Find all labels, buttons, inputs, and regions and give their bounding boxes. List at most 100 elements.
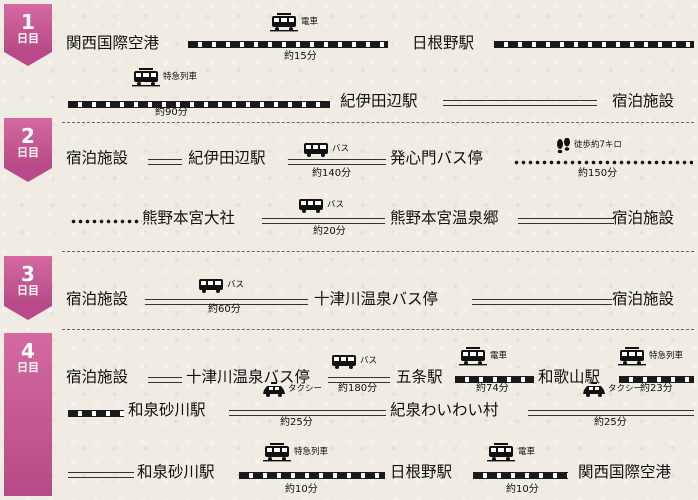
- station-name: 宿泊施設: [66, 290, 129, 308]
- road-line: [262, 218, 385, 224]
- mode-label: バス: [327, 200, 345, 210]
- station-name: 紀伊田辺駅: [340, 92, 418, 110]
- station-name: 熊野本宮大社: [142, 209, 236, 227]
- road-line: [148, 377, 182, 383]
- station-name: 関西国際空港: [578, 463, 672, 481]
- station-name: 宿泊施設: [66, 368, 129, 386]
- mode-label: 電車: [518, 447, 536, 457]
- road-line: [229, 410, 386, 416]
- bus-icon: [198, 278, 224, 297]
- station-name: 宿泊施設: [66, 149, 129, 167]
- station-name: 宿泊施設: [612, 209, 675, 227]
- duration-label: 約140分: [312, 168, 352, 179]
- station-name: 十津川温泉バス停: [186, 368, 311, 386]
- mode-label: 特急列車: [649, 351, 684, 361]
- station-name: 紀泉わいわい村: [390, 401, 499, 419]
- duration-label: 約20分: [313, 226, 346, 237]
- train-icon: [263, 443, 291, 466]
- train-icon: [487, 443, 515, 466]
- station-name: 発心門バス停: [390, 149, 484, 167]
- bus-icon: [298, 198, 324, 217]
- mode-label: 特急列車: [163, 72, 198, 82]
- day-tab-3: [4, 256, 52, 306]
- bus-icon: [331, 354, 357, 373]
- walk-path: [513, 160, 693, 165]
- day-tab-4: [4, 333, 52, 496]
- road-line: [68, 472, 134, 478]
- mode-label: バス: [227, 280, 245, 290]
- rail-line: [473, 472, 568, 479]
- duration-label: 約10分: [285, 484, 318, 495]
- day-number: 1: [21, 10, 35, 34]
- duration-label: 約25分: [280, 417, 313, 428]
- station-name: 紀伊田辺駅: [188, 149, 266, 167]
- day-tab-arrow: [4, 306, 52, 320]
- day-number: 2: [21, 124, 35, 148]
- day-separator: [62, 122, 694, 123]
- station-name: 五条駅: [396, 368, 443, 386]
- train-icon: [270, 13, 298, 36]
- rail-line: [455, 376, 534, 383]
- road-line: [443, 100, 597, 106]
- rail-line: [68, 101, 330, 108]
- station-name: 熊野本宮温泉郷: [390, 209, 499, 227]
- rail-line: [239, 472, 385, 479]
- road-line: [472, 299, 612, 305]
- bus-icon: [303, 142, 329, 161]
- duration-label: 約25分: [594, 417, 627, 428]
- mode-label: 電車: [490, 351, 508, 361]
- day-unit: 日目: [17, 32, 39, 45]
- day-number: 3: [21, 262, 35, 286]
- footprints-icon: [556, 137, 571, 157]
- station-name: 和泉砂川駅: [137, 463, 215, 481]
- road-line: [148, 159, 182, 165]
- day-separator: [62, 329, 694, 330]
- mode-label: タクシー: [288, 384, 323, 394]
- road-line: [328, 377, 390, 383]
- day-unit: 日目: [17, 284, 39, 297]
- day-tab-arrow: [4, 52, 52, 66]
- mode-label: バス: [360, 356, 378, 366]
- day-tab-1: [4, 4, 52, 52]
- duration-label: 約23分: [640, 383, 673, 394]
- duration-label: 約10分: [506, 484, 539, 495]
- mode-label: タクシー: [608, 384, 643, 394]
- rail-line: [68, 410, 124, 417]
- duration-label: 約180分: [338, 383, 378, 394]
- walk-path: [70, 219, 142, 224]
- station-name: 宿泊施設: [612, 92, 675, 110]
- duration-label: 約60分: [208, 304, 241, 315]
- road-line: [145, 299, 308, 305]
- road-line: [518, 218, 614, 224]
- day-tab-2: [4, 118, 52, 168]
- rail-line: [494, 41, 694, 48]
- duration-label: 約90分: [155, 107, 188, 118]
- day-tab-arrow: [4, 168, 52, 182]
- rail-line: [619, 376, 694, 383]
- day-separator: [62, 251, 694, 252]
- mode-label: バス: [332, 144, 350, 154]
- day-unit: 日目: [17, 146, 39, 159]
- station-name: 和泉砂川駅: [128, 401, 206, 419]
- taxi-icon: [583, 382, 605, 401]
- road-line: [288, 159, 386, 165]
- duration-label: 約74分: [476, 383, 509, 394]
- train-icon: [618, 347, 646, 370]
- mode-label: 徒歩約7キロ: [574, 140, 622, 150]
- duration-label: 約150分: [578, 168, 618, 179]
- road-line: [528, 410, 694, 416]
- rail-line: [188, 41, 388, 48]
- train-icon: [132, 68, 160, 91]
- station-name: 十津川温泉バス停: [314, 290, 439, 308]
- mode-label: 電車: [301, 17, 319, 27]
- station-name: 関西国際空港: [66, 34, 160, 52]
- mode-label: 特急列車: [294, 447, 329, 457]
- taxi-icon: [263, 382, 285, 401]
- station-name: 宿泊施設: [612, 290, 675, 308]
- station-name: 日根野駅: [390, 463, 453, 481]
- station-name: 日根野駅: [412, 34, 475, 52]
